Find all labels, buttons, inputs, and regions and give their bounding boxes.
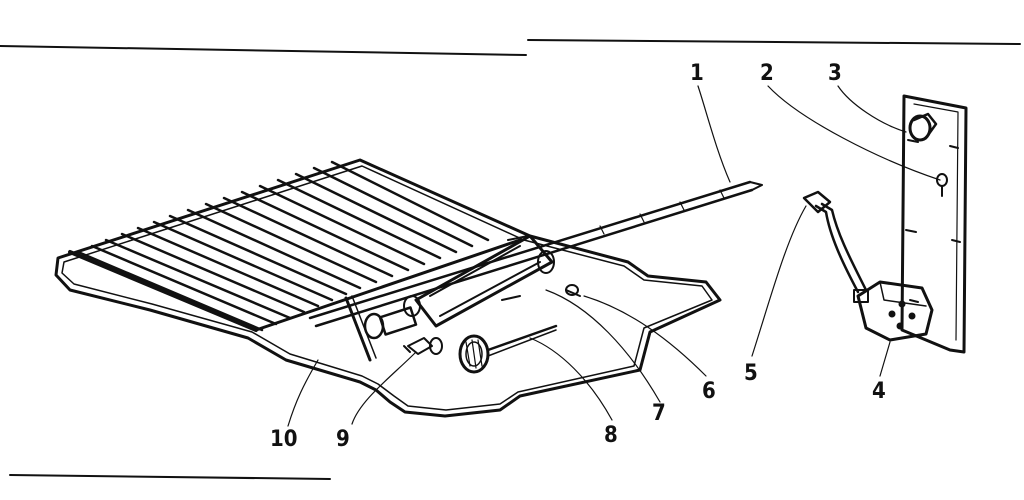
callout-3: 3: [828, 61, 842, 86]
meat-skewer: [458, 324, 558, 374]
spit-collar: [344, 295, 421, 362]
callout-4: 4: [872, 379, 886, 404]
power-cord: [802, 190, 868, 294]
rotisserie-motor: [853, 280, 934, 342]
spit-fork: [414, 234, 555, 328]
top-border-lines: [0, 39, 1021, 480]
callout-2: 2: [760, 61, 774, 86]
callout-10: 10: [270, 427, 298, 452]
callout-7: 7: [652, 401, 666, 426]
callout-5: 5: [744, 361, 758, 386]
callout-1: 1: [690, 61, 704, 86]
motor-bracket: [900, 94, 968, 354]
oven-rack: [54, 158, 722, 418]
callout-9: 9: [336, 427, 350, 452]
callout-labels: 1 2 3 4 5 6 7 8 9 10: [270, 61, 886, 452]
keyhole-clip: [936, 173, 948, 197]
spit-rod: [308, 180, 763, 328]
leader-lines: [287, 85, 941, 427]
bracket-knob: [908, 112, 938, 142]
callout-6: 6: [702, 379, 716, 404]
small-screw: [565, 284, 581, 297]
thumb-screw: [403, 337, 443, 355]
callout-8: 8: [604, 423, 618, 448]
